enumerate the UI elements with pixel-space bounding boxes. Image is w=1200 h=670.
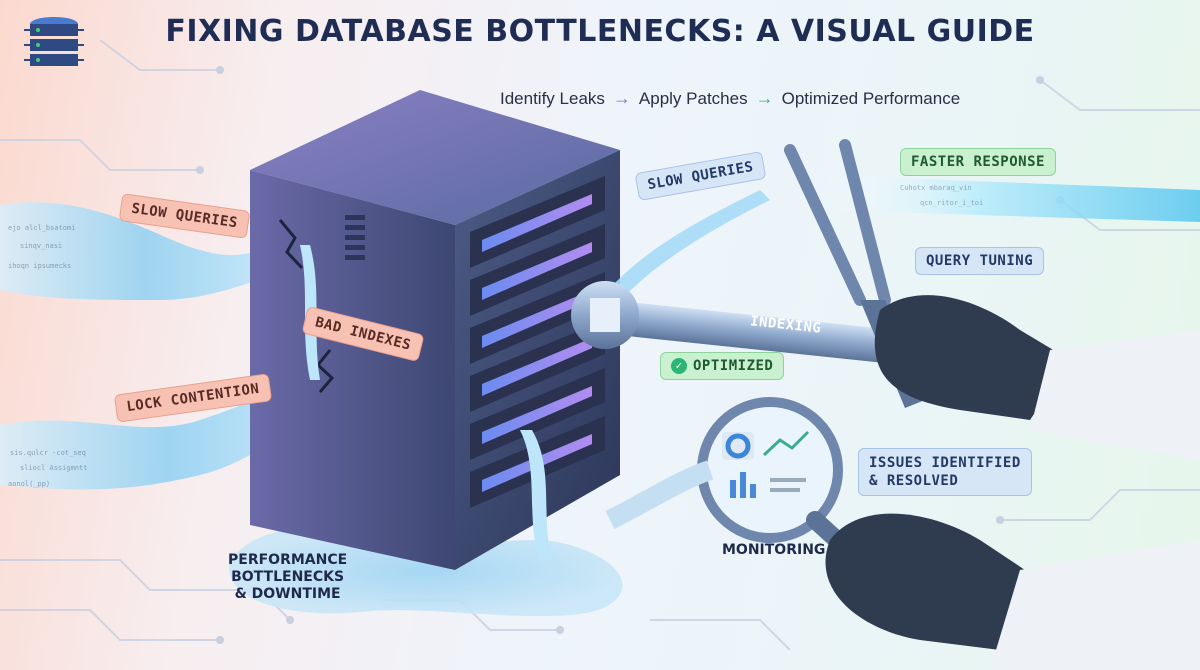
svg-text:qcn_ritor_i_toi: qcn_ritor_i_toi <box>920 199 983 207</box>
svg-text:aonol(_pp): aonol(_pp) <box>8 480 50 488</box>
label-issues-resolved: ISSUES IDENTIFIED & RESOLVED <box>858 448 1032 496</box>
caption-performance: PERFORMANCE BOTTLENECKS & DOWNTIME <box>228 552 348 602</box>
svg-text:sis.qulcr -cot_seq: sis.qulcr -cot_seq <box>10 449 86 457</box>
process-flow: Identify Leaks → Apply Patches → Optimiz… <box>500 88 960 109</box>
svg-text:Cuhotx mbaraq_vin: Cuhotx mbaraq_vin <box>900 184 972 192</box>
badge-optimized: ✓ OPTIMIZED <box>660 352 785 380</box>
caption-monitoring: MONITORING <box>722 542 826 558</box>
svg-text:sliocl Assigmntt: sliocl Assigmntt <box>20 464 87 472</box>
svg-text:ihoqn ipsumecks: ihoqn ipsumecks <box>8 262 71 270</box>
arrow-right-icon: → <box>612 88 631 108</box>
svg-text:sinqv_nasi: sinqv_nasi <box>20 242 62 250</box>
flow-step-optimized: Optimized Performance <box>781 88 961 108</box>
flow-step-identify: Identify Leaks <box>500 88 605 108</box>
check-icon: ✓ <box>671 358 687 374</box>
label-query-tuning: QUERY TUNING <box>915 247 1045 275</box>
svg-text:ejo alcl_bsatomi: ejo alcl_bsatomi <box>8 224 75 232</box>
page-title: FIXING DATABASE BOTTLENECKS: A VISUAL GU… <box>165 14 1035 49</box>
flow-step-patch: Apply Patches <box>638 88 748 108</box>
wrench-icon <box>571 281 898 364</box>
arrow-right-icon: → <box>755 88 774 108</box>
badge-optimized-label: OPTIMIZED <box>693 358 774 374</box>
database-icon <box>24 17 84 66</box>
label-faster-response: FASTER RESPONSE <box>900 148 1056 176</box>
